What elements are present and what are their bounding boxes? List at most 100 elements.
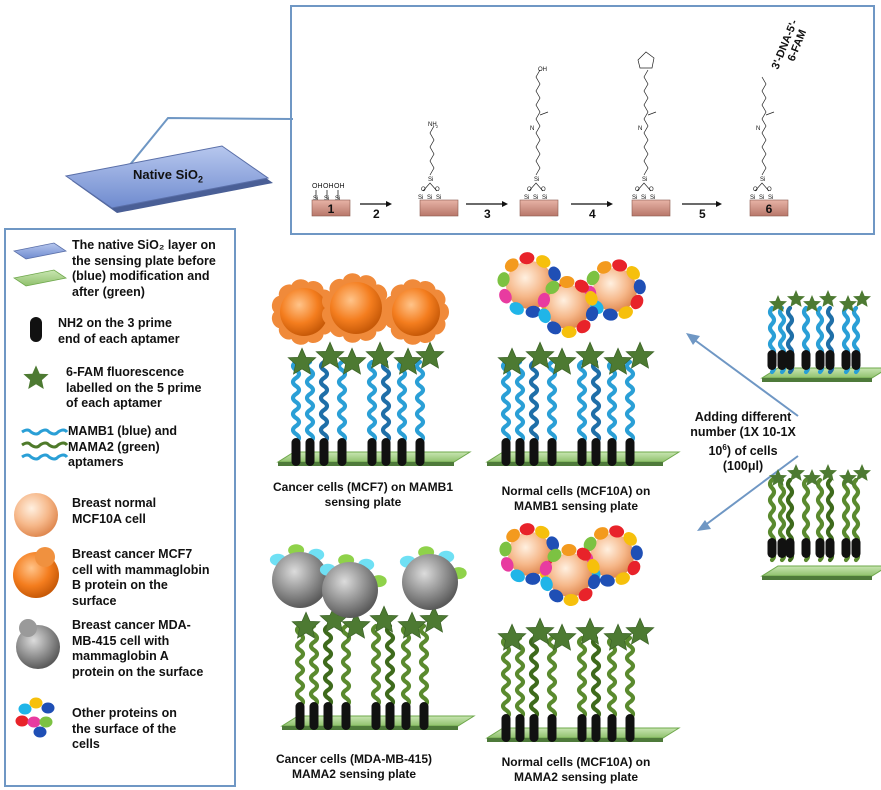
mda-cell [402,554,458,610]
nh2-end [815,538,825,558]
surface-protein [630,294,644,310]
legend-line: labelled on the 5 prime [66,380,202,395]
si-label: Si [335,196,340,202]
oh-label: OH [334,183,345,190]
surface-protein [547,548,562,563]
legend-line: Breast cancer MCF7 [72,547,193,561]
panel-mda-mama2 [269,544,476,730]
surface-protein [509,302,524,315]
nh2-end [777,350,787,370]
nh2-end [415,438,425,466]
mcf7-cell [392,288,440,336]
si-label: Si [768,195,773,201]
surface-protein [618,306,633,319]
si-label: Si [436,195,441,201]
o-label: O [541,187,546,193]
surface-protein [602,308,618,321]
surface-protein [519,252,535,265]
substrate-block [631,199,671,217]
legend-line: MCF10A cell [72,511,146,526]
surface-protein [626,266,640,280]
oh-label: OH [323,183,334,190]
substrate-block [419,199,459,217]
surface-protein [609,525,625,538]
si-label: Si [641,195,646,201]
legend-icons [12,242,69,738]
surface-protein [563,593,579,606]
aptamer-strand [290,359,302,445]
nh2-end [767,538,777,558]
fam-star [787,290,805,307]
aptamer-strand [514,359,526,445]
oh-top-label: OH [538,67,547,73]
nh2-end [341,702,351,730]
nh2-end [515,714,525,742]
si-label: Si [524,195,529,201]
nh2-end [419,702,429,730]
nh2-end [785,538,795,558]
panel-mcf10a-mama2 [485,523,681,742]
nh2-end [319,438,329,466]
nh2-end [367,438,377,466]
si-label: Si [533,195,538,201]
surface-protein [576,547,591,561]
surface-protein [633,279,646,295]
nh2-end [305,438,315,466]
aptamer-strand [590,359,602,445]
aptamer-strand [528,635,540,721]
surface-protein [612,259,628,272]
other-proteins-icon [15,697,55,738]
surface-protein [510,569,525,583]
si-label: Si [324,196,329,202]
nh2-end [577,714,587,742]
mcf7-cell-icon [13,547,59,598]
arrow-step-4: 4 [589,207,596,221]
surface-protein [540,576,553,592]
si-label: Si [313,196,318,202]
fam-star [853,290,871,307]
legend-line: cell with mammaglobin [72,562,210,577]
nh2-end [397,438,407,466]
sensing-panels [269,252,681,742]
aptamer-strand [318,359,330,445]
surface-protein [537,292,551,308]
o-label: O [635,187,640,193]
si-label: Si [759,195,764,201]
legend-line: the sensing plate before [72,253,216,268]
si-label: Si [427,195,432,201]
legend-line: MAMB1 (blue) and [68,424,178,438]
surface-protein [587,558,600,574]
surface-protein [546,536,560,551]
oh-label: OH [312,183,323,190]
surface-protein [504,258,519,272]
right-plate-green [760,464,881,580]
aptamer-strand [418,623,430,709]
nh2-end [607,438,617,466]
nh2-sub: 2 [436,124,439,129]
fam-star [819,290,837,307]
native-sio2-label: Native SiO2 [132,167,204,185]
surface-protein [535,525,550,539]
nh2-end [591,714,601,742]
surface-protein [594,527,609,540]
surface-protein [538,308,551,324]
nh2-end [801,350,811,370]
mda-cell [272,552,328,608]
legend-line: 6-FAM fluorescence [66,365,185,379]
aptamer-strand [576,359,588,445]
surface-protein [627,560,641,576]
si-label: Si [418,195,423,201]
o-label: O [753,187,758,193]
legend-line: mammaglobin A [72,649,169,663]
n-label: N [530,126,534,132]
surface-protein [585,306,599,322]
surface-protein [525,305,541,318]
aptamer-strand [624,635,636,721]
normal-cell [590,534,634,578]
